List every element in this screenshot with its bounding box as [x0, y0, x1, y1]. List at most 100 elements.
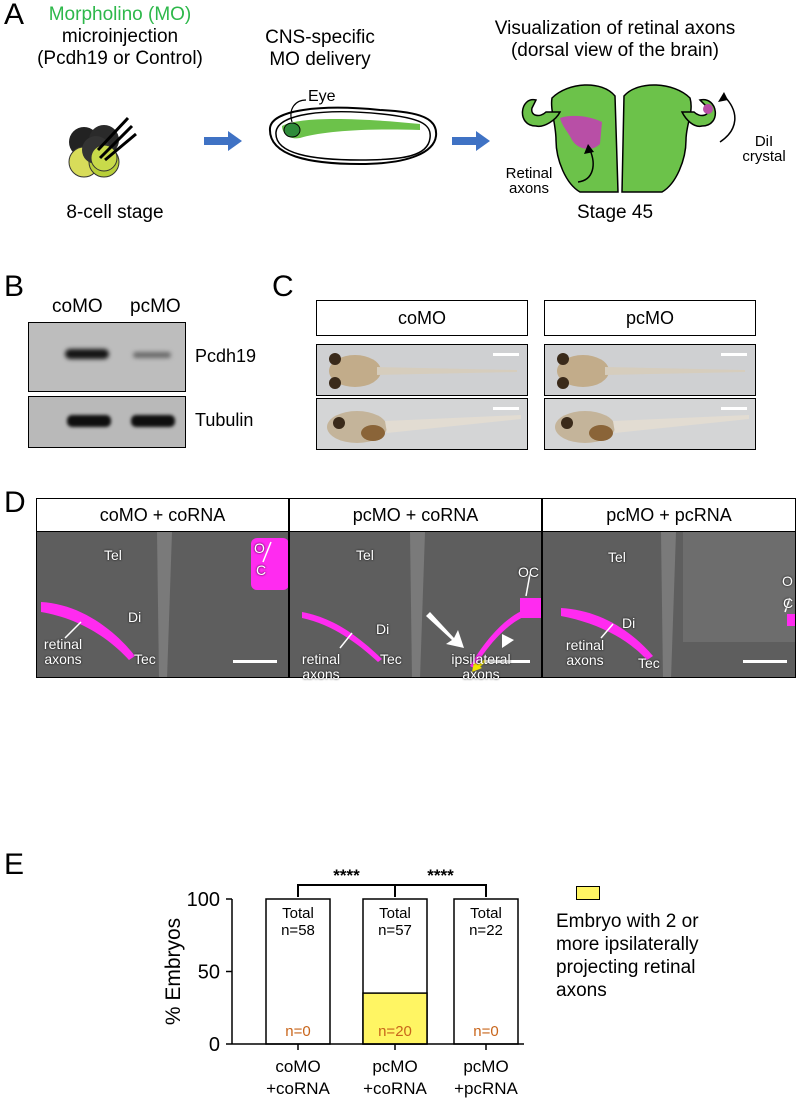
y-tick-label: 0: [209, 1034, 220, 1056]
flow-arrow-icon: [452, 131, 490, 151]
micrograph-icon: [290, 532, 541, 677]
micrograph-icon: [37, 532, 288, 677]
panel-d-header-1: coMO + coRNA: [36, 498, 289, 532]
label-axons: axons: [302, 666, 340, 682]
blot-label-tubulin: Tubulin: [195, 410, 254, 430]
y-tick-label: 50: [198, 962, 220, 984]
step2-line2: MO delivery: [269, 49, 371, 70]
dii-line2: crystal: [742, 148, 786, 165]
tadpole-dorsal-icon: [557, 353, 747, 389]
retinal-axons-line2: axons: [508, 180, 550, 197]
label-retinal-axons: retinal axons: [560, 638, 610, 668]
step3-line2: (dorsal view of the brain): [510, 40, 720, 61]
step3-caption: Stage 45: [576, 202, 654, 223]
significance-bracket: [297, 884, 396, 897]
tadpole-lateral-icon: [555, 407, 749, 443]
label-retinal-axons: retinal axons: [296, 652, 346, 682]
label-oc-bottom: C: [783, 595, 794, 611]
label-retinal: retinal: [301, 651, 341, 667]
label-axons: axons: [44, 651, 82, 667]
retinal-axons-label: Retinal axons: [494, 166, 564, 196]
panel-d-label: D: [4, 486, 26, 519]
x-tick-label: pcMO: [372, 1057, 417, 1076]
bar-total: [265, 898, 331, 1045]
panel-c-label: C: [272, 270, 294, 303]
bar-total-label: Total: [470, 905, 502, 922]
label-tel: Tel: [608, 549, 626, 565]
panel-c-header-coMO: coMO: [316, 300, 528, 336]
tubulin-band-pcMO: [131, 415, 175, 427]
step3-title: Visualization of retinal axons (dorsal v…: [450, 18, 780, 62]
pcdh19-blot: [28, 322, 186, 392]
tubulin-blot: [28, 396, 186, 448]
label-oc-top: O: [254, 540, 265, 556]
panel-b-label: B: [4, 270, 25, 303]
y-tick-label: 100: [187, 889, 220, 911]
label-ipsilateral: ipsilateral: [451, 651, 511, 667]
bar-total-count: n=57: [378, 922, 412, 939]
retinal-axons-line1: Retinal: [505, 165, 553, 182]
step3-line1: Visualization of retinal axons: [494, 18, 736, 39]
legend-text: Embryo with 2 or more ipsilaterally proj…: [556, 910, 699, 1002]
label-oc-bottom: C: [256, 562, 267, 578]
dii-line1: DiI: [754, 133, 774, 150]
label-di: Di: [622, 615, 636, 631]
injection-needles-icon: [96, 116, 137, 162]
tubulin-band-coMO: [67, 415, 111, 427]
step1-morpholino: Morpholino (MO): [48, 4, 192, 25]
x-tick-label: coMO: [275, 1057, 320, 1076]
brain-dorsal-schematic: [521, 84, 717, 193]
label-di: Di: [128, 609, 142, 625]
tadpole-dorsal-pcMO: [544, 344, 756, 396]
bar-count-label: n=0: [473, 1023, 498, 1040]
x-tick-label: +pcRNA: [454, 1079, 518, 1098]
legend-line-1: Embryo with 2 or: [556, 911, 699, 932]
label-tec: Tec: [380, 651, 402, 667]
micrograph-pcMO-pcRNA: [542, 531, 796, 678]
bar-total: [453, 898, 519, 1045]
flow-arrow-icon: [204, 131, 242, 151]
legend-line-4: axons: [556, 980, 607, 1001]
micrograph-icon: [543, 532, 795, 677]
bar-total-label: Total: [379, 905, 411, 922]
label-oc: OC: [518, 564, 539, 580]
tadpole-dorsal-coMO: [316, 344, 528, 396]
label-tel: Tel: [104, 547, 122, 563]
micrograph-pcMO-coRNA: [289, 531, 542, 678]
label-di: Di: [376, 621, 390, 637]
bar-total-label: Total: [282, 905, 314, 922]
label-tec: Tec: [134, 651, 156, 667]
panel-a-schematic: [68, 84, 736, 193]
label-retinal-axons: retinal axons: [38, 637, 88, 667]
micrograph-coMO-coRNA: [36, 531, 289, 678]
blot-label-pcdh19: Pcdh19: [195, 346, 257, 366]
step1-caption: 8-cell stage: [66, 202, 164, 223]
bar-count-label: n=20: [378, 1023, 412, 1040]
dii-crystal-label: DiI crystal: [734, 134, 794, 164]
legend-line-3: projecting retinal: [556, 957, 696, 978]
label-axons: axons: [566, 652, 604, 668]
legend-line-2: more ipsilaterally: [556, 934, 699, 955]
step2-line1: CNS-specific: [265, 27, 375, 48]
x-tick-label: pcMO: [463, 1057, 508, 1076]
label-ipsilateral-axons: ipsilateral axons: [446, 652, 516, 682]
x-tick-label: +coRNA: [363, 1079, 427, 1098]
tailbud-embryo-icon: [268, 106, 438, 166]
bar-total-count: n=22: [469, 922, 503, 939]
step1-microinjection: microinjection: [61, 26, 179, 47]
pcdh19-band-pcMO: [133, 352, 171, 358]
significance-bracket: [394, 884, 487, 897]
legend-swatch: [576, 886, 600, 900]
label-tec: Tec: [638, 655, 660, 671]
significance-label: ****: [333, 866, 360, 885]
embryo-8cell-icon: [68, 125, 120, 178]
label-tel: Tel: [356, 547, 374, 563]
tadpole-lateral-icon: [327, 407, 521, 443]
tadpole-dorsal-icon: [329, 353, 519, 389]
eye-label: Eye: [308, 88, 336, 105]
x-tick-label: +coRNA: [266, 1079, 330, 1098]
panel-d-header-3: pcMO + pcRNA: [542, 498, 796, 532]
panel-d-header-2: pcMO + coRNA: [289, 498, 542, 532]
step1-title: Morpholino (MO) microinjection (Pcdh19 o…: [20, 4, 220, 70]
